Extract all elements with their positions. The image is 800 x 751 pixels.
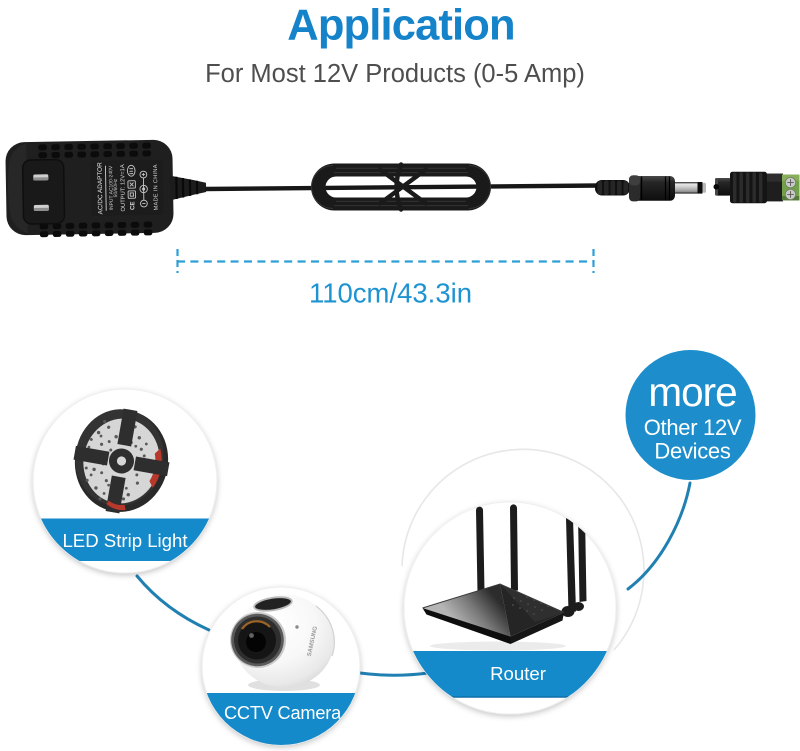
svg-text:CCTV Camera: CCTV Camera xyxy=(224,703,342,723)
svg-text:INPUT AC100-240V: INPUT AC100-240V xyxy=(108,165,115,210)
svg-text:Other 12V: Other 12V xyxy=(644,415,742,440)
svg-text:For Most 12V Products (0-5 Amp: For Most 12V Products (0-5 Amp) xyxy=(205,60,585,88)
svg-text:110cm/43.3in: 110cm/43.3in xyxy=(309,278,472,309)
svg-text:Router: Router xyxy=(490,663,546,684)
svg-text:AC/DC ADAPTOR: AC/DC ADAPTOR xyxy=(97,162,105,215)
svg-text:OUTPUT: 12V=1A: OUTPUT: 12V=1A xyxy=(120,164,127,211)
svg-text:CE: CE xyxy=(129,201,136,210)
svg-text:MADE IN CHINA: MADE IN CHINA xyxy=(153,164,160,210)
svg-text:more: more xyxy=(648,369,736,415)
svg-text:Devices: Devices xyxy=(654,439,730,464)
svg-text:LED Strip Light: LED Strip Light xyxy=(62,530,188,551)
svg-text:50/60Hz: 50/60Hz xyxy=(113,178,119,197)
svg-text:Application: Application xyxy=(287,2,514,50)
